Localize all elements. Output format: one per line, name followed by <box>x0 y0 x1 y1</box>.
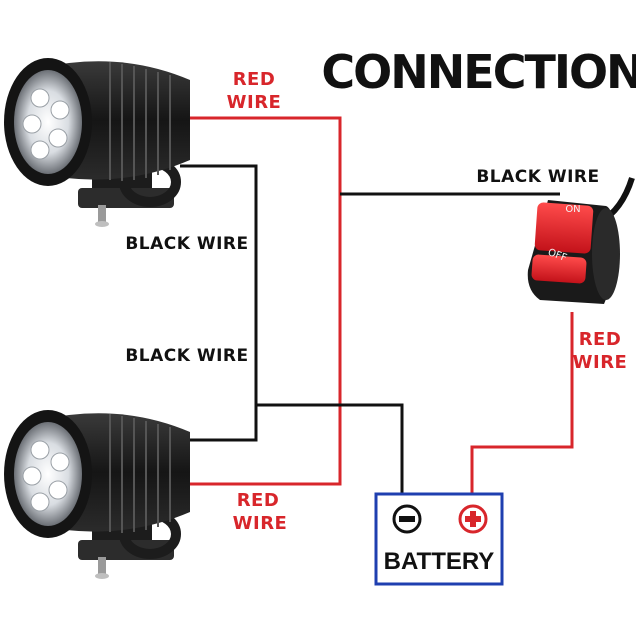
red-wire-top-label-1: RED <box>233 69 276 90</box>
red-wire-switch-label-2: WIRE <box>573 352 628 373</box>
red-wire-top-label-2: WIRE <box>227 92 282 113</box>
black-wire-upper-label: BLACK WIRE <box>125 234 248 254</box>
black-wire-lights <box>180 164 258 442</box>
minus-icon <box>399 516 415 522</box>
led-light-top <box>4 58 190 227</box>
bolt <box>98 205 106 223</box>
black-wire-to-battery <box>256 403 404 494</box>
diagram-title: CONNECTION <box>321 45 636 99</box>
black-wire-switch-label: BLACK WIRE <box>476 167 599 187</box>
red-wire-top <box>180 116 342 486</box>
on-off-switch: ON OFF <box>527 177 635 304</box>
bolt <box>98 557 106 575</box>
battery-label: BATTERY <box>384 548 495 575</box>
switch-off-button <box>531 254 587 284</box>
switch-on-label: ON <box>565 204 580 215</box>
black-wire-lower-label: BLACK WIRE <box>125 346 248 366</box>
red-wire-switch-to-battery <box>470 312 574 494</box>
led-light-bottom <box>4 410 190 579</box>
red-wire-bottom-label-2: WIRE <box>233 513 288 534</box>
red-wire-bottom-label-1: RED <box>237 490 280 511</box>
red-wire-switch-label-1: RED <box>579 329 622 350</box>
wires <box>180 116 574 494</box>
switch-on-button <box>534 202 594 254</box>
battery: BATTERY <box>374 492 504 586</box>
